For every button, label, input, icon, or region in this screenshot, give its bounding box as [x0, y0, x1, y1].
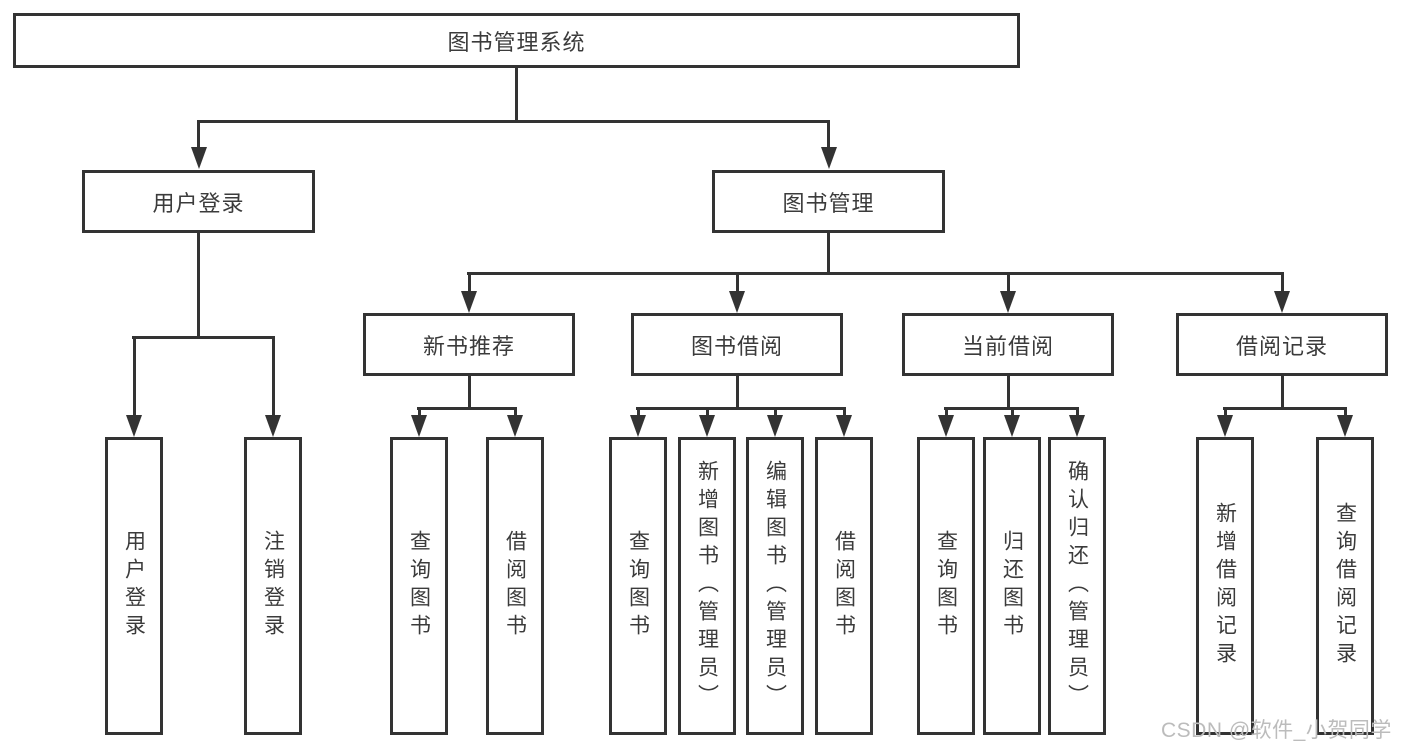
- connector-stem-bb-edit: [773, 407, 777, 417]
- arrowhead-leaf-logout: [265, 415, 281, 437]
- arrowhead-bb-edit: [767, 415, 783, 437]
- arrowhead-bb-borrow: [836, 415, 852, 437]
- connector-bookmgmt-vline: [827, 233, 830, 275]
- arrowhead-new-book: [461, 291, 477, 313]
- connector-borrowrecord-hbar: [1223, 407, 1346, 410]
- connector-stem-bb-query: [636, 407, 640, 417]
- connector-newbook-hbar: [417, 407, 516, 410]
- arrowhead-cb-confirm: [1069, 415, 1085, 437]
- connector-stem-leaf-logout: [271, 336, 275, 417]
- leaf-br-query-record: 查询借阅记录: [1316, 437, 1374, 735]
- leaf-bb-borrow-book: 借阅图书: [815, 437, 873, 735]
- connector-stem-rec-query: [417, 407, 421, 417]
- leaf-bb-borrow-book-label: 借阅图书: [832, 530, 856, 642]
- connector-stem-cb-query: [944, 407, 948, 417]
- arrowhead-br-query: [1337, 415, 1353, 437]
- leaf-cb-query-book: 查询图书: [917, 437, 975, 735]
- leaf-bb-add-book-admin: 新增图书（管理员）: [678, 437, 736, 735]
- connector-root-hbar: [197, 120, 830, 123]
- arrowhead-rec-query: [411, 415, 427, 437]
- leaf-cb-confirm-return-admin: 确认归还（管理员）: [1048, 437, 1106, 735]
- arrowhead-rec-borrow: [507, 415, 523, 437]
- leaf-bb-add-book-admin-label: 新增图书（管理员）: [695, 460, 719, 712]
- leaf-cb-confirm-return-admin-label: 确认归还（管理员）: [1065, 460, 1089, 712]
- arrowhead-leaf-login: [126, 415, 142, 437]
- leaf-user-login-label: 用户登录: [122, 530, 146, 642]
- node-current-borrow-label: 当前借阅: [961, 333, 1054, 359]
- connector-stem-current-borrow: [1006, 272, 1010, 293]
- arrowhead-br-add: [1217, 415, 1233, 437]
- leaf-cb-return-book-label: 归还图书: [1000, 530, 1024, 642]
- leaf-bb-query-book-label: 查询图书: [626, 530, 650, 642]
- connector-stem-br-query: [1343, 407, 1347, 417]
- node-new-book-recommend-label: 新书推荐: [422, 333, 515, 359]
- leaf-bb-edit-book-admin-label: 编辑图书（管理员）: [763, 460, 787, 712]
- connector-userlogin-hbar: [132, 336, 274, 339]
- connector-bookborrow-hbar: [636, 407, 845, 410]
- connector-bookmgmt-hbar: [467, 272, 1283, 275]
- connector-stem-new-book: [467, 272, 471, 293]
- connector-stem-rec-borrow: [513, 407, 517, 417]
- connector-bookborrow-vline: [735, 376, 739, 410]
- node-book-borrow: 图书借阅: [631, 313, 843, 376]
- connector-stem-leaf-login: [132, 336, 136, 417]
- node-book-management-label: 图书管理: [782, 190, 875, 216]
- leaf-br-add-record: 新增借阅记录: [1196, 437, 1254, 735]
- arrowhead-current-borrow: [1000, 291, 1016, 313]
- arrowhead-bb-add: [699, 415, 715, 437]
- leaf-rec-query-book-label: 查询图书: [407, 530, 431, 642]
- leaf-br-add-record-label: 新增借阅记录: [1213, 502, 1237, 670]
- leaf-rec-borrow-book: 借阅图书: [486, 437, 544, 735]
- node-user-login-label: 用户登录: [152, 190, 245, 216]
- leaf-br-query-record-label: 查询借阅记录: [1333, 502, 1357, 670]
- connector-stem-borrow-record: [1280, 272, 1284, 293]
- leaf-cb-query-book-label: 查询图书: [934, 530, 958, 642]
- leaf-logout: 注销登录: [244, 437, 302, 735]
- arrowhead-bb-query: [630, 415, 646, 437]
- connector-stem-book-borrow: [735, 272, 739, 293]
- leaf-user-login: 用户登录: [105, 437, 163, 735]
- leaf-rec-borrow-book-label: 借阅图书: [503, 530, 527, 642]
- arrowhead-cb-query: [938, 415, 954, 437]
- connector-stem-book-mgmt: [827, 120, 830, 150]
- connector-stem-cb-return: [1010, 407, 1014, 417]
- connector-currentborrow-vline: [1006, 376, 1010, 410]
- connector-newbook-vline: [467, 376, 471, 410]
- connector-borrowrecord-vline: [1280, 376, 1284, 410]
- leaf-rec-query-book: 查询图书: [390, 437, 448, 735]
- connector-stem-cb-confirm: [1075, 407, 1079, 417]
- node-root-label: 图书管理系统: [447, 29, 586, 55]
- leaf-logout-label: 注销登录: [261, 530, 285, 642]
- leaf-bb-query-book: 查询图书: [609, 437, 667, 735]
- csdn-watermark: CSDN @软件_小贺同学: [1161, 719, 1392, 742]
- connector-stem-user-login: [197, 120, 200, 150]
- leaf-cb-return-book: 归还图书: [983, 437, 1041, 735]
- connector-stem-br-add: [1223, 407, 1227, 417]
- connector-stem-bb-borrow: [842, 407, 846, 417]
- connector-root-vline: [515, 68, 518, 123]
- arrowhead-book-mgmt: [820, 147, 837, 169]
- arrowhead-user-login: [190, 147, 207, 169]
- node-book-borrow-label: 图书借阅: [690, 333, 783, 359]
- node-root: 图书管理系统: [13, 13, 1020, 68]
- node-user-login: 用户登录: [82, 170, 315, 233]
- arrowhead-borrow-record: [1274, 291, 1290, 313]
- node-book-management: 图书管理: [712, 170, 945, 233]
- node-borrow-record-label: 借阅记录: [1235, 333, 1328, 359]
- connector-stem-bb-add: [705, 407, 709, 417]
- node-borrow-record: 借阅记录: [1176, 313, 1388, 376]
- arrowhead-book-borrow: [729, 291, 745, 313]
- node-current-borrow: 当前借阅: [902, 313, 1114, 376]
- arrowhead-cb-return: [1004, 415, 1020, 437]
- leaf-bb-edit-book-admin: 编辑图书（管理员）: [746, 437, 804, 735]
- node-new-book-recommend: 新书推荐: [363, 313, 575, 376]
- connector-userlogin-vline: [197, 233, 200, 339]
